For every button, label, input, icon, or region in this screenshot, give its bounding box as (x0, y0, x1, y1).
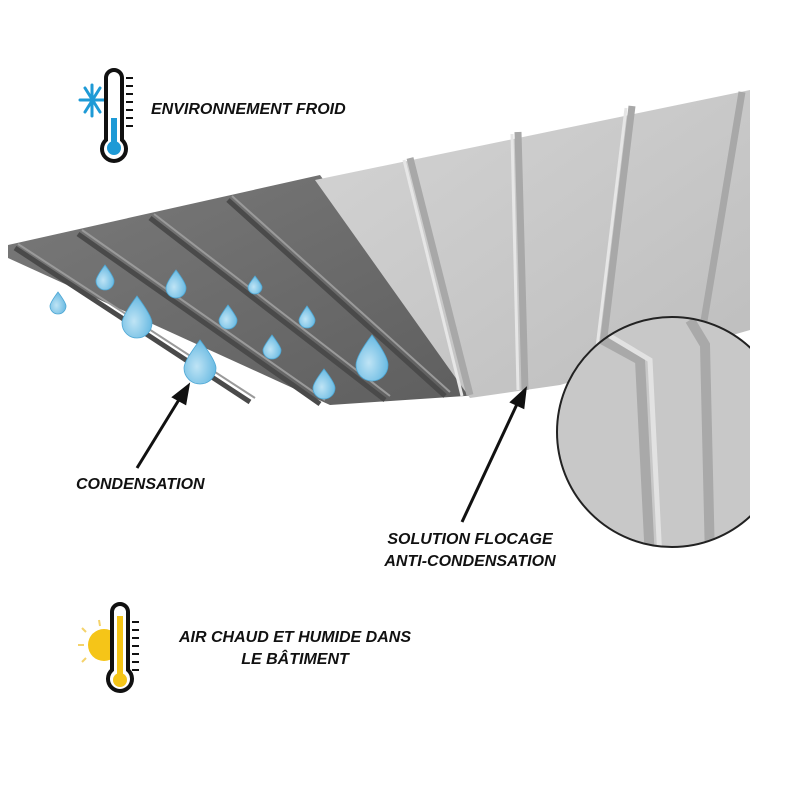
solution-label-line2: ANTI-CONDENSATION (384, 553, 556, 570)
cold-environment-label: ENVIRONNEMENT FROID (151, 101, 346, 118)
drop (183, 339, 217, 385)
drop (165, 269, 187, 299)
drop (247, 275, 263, 295)
condensation-drops (49, 264, 389, 400)
drop (312, 368, 336, 400)
warm-air-label: AIR CHAUD ET HUMIDE DANS LE BÂTIMENT (160, 627, 430, 671)
coated-sheet-ribs (406, 91, 746, 396)
solution-label: SOLUTION FLOCAGE ANTI-CONDENSATION (370, 529, 570, 573)
condensation-arrow (135, 397, 182, 469)
condensation-label: CONDENSATION (76, 476, 205, 493)
magnified-coating-detail (556, 316, 750, 548)
warm-air-label-line1: AIR CHAUD ET HUMIDE DANS (179, 629, 411, 646)
drop (95, 264, 115, 291)
drop (121, 295, 153, 339)
warm-air-label-line2: LE BÂTIMENT (241, 651, 349, 668)
drop (298, 305, 316, 329)
warm-thermometer-icon (78, 602, 139, 693)
solution-arrow (460, 401, 520, 523)
drop (49, 291, 67, 315)
drop (218, 304, 238, 330)
cold-thermometer-icon (78, 68, 133, 163)
drop (355, 334, 389, 382)
solution-label-line1: SOLUTION FLOCAGE (387, 531, 553, 548)
drop (262, 334, 282, 360)
